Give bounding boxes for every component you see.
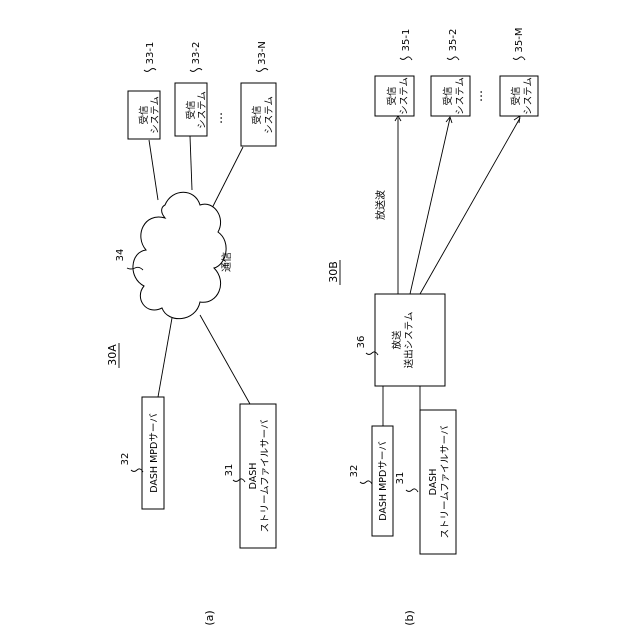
file-server-a: DASH ストリームファイルサーバ — [240, 404, 276, 548]
ref-35-m: 35-M — [514, 28, 525, 53]
receiver-33-2-line2: システム — [197, 91, 208, 129]
leader-33-n — [256, 69, 268, 72]
leader-35-m — [513, 57, 525, 60]
panel-a: 受信 システム 受信 システム 受信 システム … 33-1 33-2 33-N… — [106, 41, 276, 626]
leader-33-2 — [190, 69, 202, 72]
receiver-33-1-line1: 受信 — [138, 105, 150, 124]
leader-35-2 — [447, 57, 459, 60]
ref-34: 34 — [115, 249, 126, 262]
receiver-35-2-line1: 受信 — [442, 86, 454, 105]
receivers-ellipsis-b: … — [471, 90, 485, 102]
receiver-35-1-line1: 受信 — [386, 86, 398, 105]
link-cloud-receiver-1 — [149, 140, 158, 200]
link-cloud-receiver-2 — [190, 136, 192, 190]
receiver-33-n-line1: 受信 — [251, 105, 263, 124]
broadcast-sending-system: 放送 送出システム — [375, 294, 445, 386]
receiver-33-1-line2: システム — [150, 96, 161, 134]
broadcaster-line2: 送出システム — [403, 312, 415, 369]
broadcaster-line1: 放送 — [391, 330, 403, 350]
mpd-server-b-label: DASH MPDサーバ — [378, 441, 389, 521]
ref-36: 36 — [356, 336, 367, 349]
leader-35-1 — [400, 57, 412, 60]
file-server-b-line1: DASH — [428, 469, 439, 496]
ref-33-1: 33-1 — [145, 42, 156, 65]
mpd-server-a: DASH MPDサーバ — [142, 397, 164, 509]
panel-a-label: (a) — [203, 610, 216, 625]
ref-32-a: 32 — [120, 453, 131, 466]
receiver-35-2: 受信 システム — [431, 76, 470, 116]
ref-31-b: 31 — [395, 472, 406, 485]
ref-33-2: 33-2 — [191, 42, 202, 65]
leader-33-1 — [144, 69, 156, 72]
receivers-ellipsis-a: … — [211, 112, 225, 124]
receiver-33-1: 受信 システム — [128, 91, 161, 139]
broadcast-wave-label: 放送波 — [374, 190, 387, 220]
link-cloud-mpd-server — [158, 318, 172, 397]
receiver-35-1: 受信 システム — [375, 76, 414, 116]
leader-32-a — [131, 469, 143, 472]
receiver-33-2: 受信 システム — [175, 83, 208, 136]
link-broadcast-receiver-m — [420, 118, 520, 294]
file-server-b-line2: ストリームファイルサーバ — [440, 425, 451, 539]
leader-32-b — [360, 481, 372, 484]
receiver-35-m-line2: システム — [523, 77, 534, 115]
network-cloud — [133, 192, 226, 318]
link-cloud-file-server — [200, 315, 250, 404]
file-server-a-line1: DASH — [248, 463, 259, 490]
mpd-server-b: DASH MPDサーバ — [372, 426, 393, 536]
receiver-35-1-line2: システム — [399, 77, 410, 115]
ref-35-1: 35-1 — [401, 29, 412, 52]
comm-label: 通信 — [221, 252, 233, 272]
receiver-35-m: 受信 システム — [500, 76, 538, 116]
receiver-35-m-line1: 受信 — [510, 86, 522, 105]
system-ref-30b: 30B — [327, 261, 340, 283]
system-ref-30a: 30A — [106, 344, 119, 366]
file-server-a-line2: ストリームファイルサーバ — [260, 419, 271, 533]
leader-31-b — [406, 489, 418, 492]
panel-b: 受信 システム 受信 システム 受信 システム … 35-1 35-2 35-M… — [327, 28, 538, 626]
receiver-35-2-line2: システム — [455, 77, 466, 115]
mpd-server-a-label: DASH MPDサーバ — [149, 413, 160, 493]
ref-31-a: 31 — [224, 464, 235, 477]
arrow-receiver-m — [514, 116, 520, 123]
receiver-33-n: 受信 システム — [241, 83, 276, 146]
file-server-b: DASH ストリームファイルサーバ — [420, 410, 456, 554]
receiver-33-n-line2: システム — [264, 96, 275, 134]
ref-32-b: 32 — [349, 465, 360, 478]
ref-33-n: 33-N — [257, 41, 268, 65]
panel-b-label: (b) — [403, 610, 416, 626]
receiver-33-2-line1: 受信 — [185, 100, 197, 119]
link-broadcast-receiver-2 — [410, 118, 450, 294]
ref-35-2: 35-2 — [448, 29, 459, 52]
